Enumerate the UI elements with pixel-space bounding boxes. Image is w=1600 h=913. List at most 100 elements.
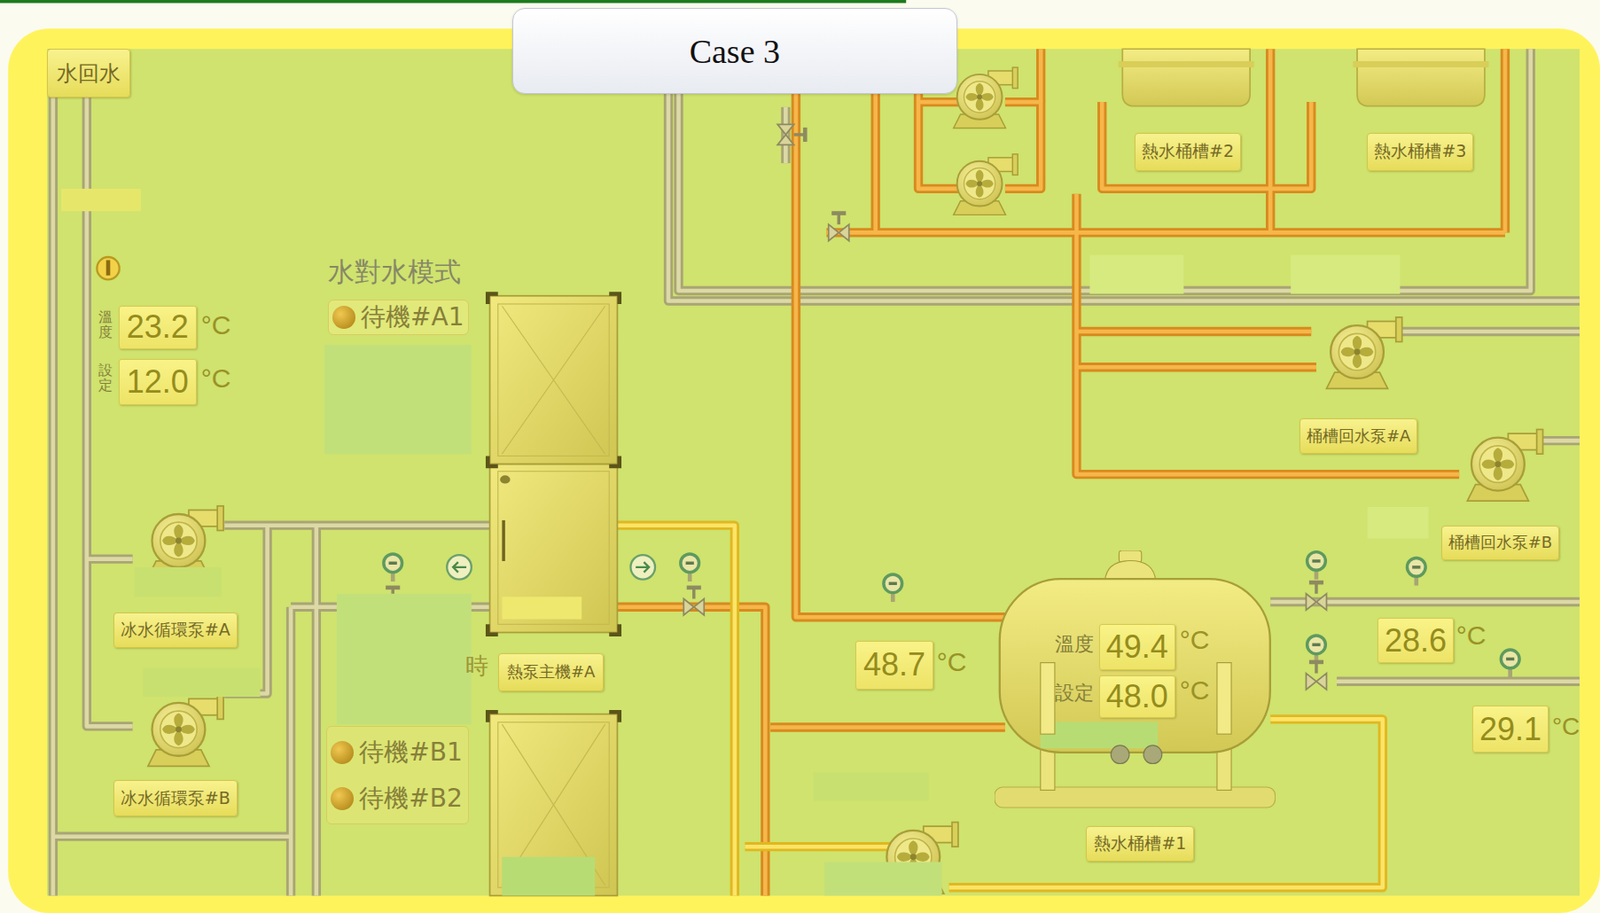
unit-label: °C — [201, 310, 232, 340]
temperature-display: 23.2 — [118, 305, 198, 349]
tank-body — [999, 579, 1271, 754]
tank-name-tag: 熱水桶槽#1 — [1085, 826, 1195, 862]
graphic-rect — [1352, 61, 1489, 68]
status-panel: 水對水模式待機#A1 — [324, 249, 476, 342]
graphic-use — [1500, 649, 1520, 678]
tag-text: 桶槽回水泵#A — [1306, 425, 1411, 447]
temperature-value: 28.6 — [1384, 622, 1447, 660]
label-slot: °C — [1456, 622, 1487, 649]
graphic-path — [1357, 48, 1485, 106]
masking-patches — [61, 188, 1429, 897]
graphic-rect — [1290, 255, 1400, 295]
graphic-rect — [498, 304, 609, 456]
name-tag: 桶槽回水泵#A — [1299, 418, 1418, 454]
label-slot: 設定 — [98, 362, 113, 394]
unit-label: °C — [936, 647, 968, 677]
status-lamp — [332, 305, 356, 329]
graphic-ellipse — [499, 475, 511, 484]
graphic-rect — [1118, 61, 1255, 68]
tag-text: 冰水循環泵#B — [120, 787, 231, 811]
graphic-use — [953, 67, 1018, 128]
graphic-use — [777, 124, 807, 145]
label-slot: 時 — [465, 654, 489, 678]
status-lamp — [330, 741, 354, 765]
graphic-use — [1467, 429, 1543, 502]
supply-pipe-highlight — [616, 525, 1382, 897]
title-text: Case 3 — [689, 31, 781, 71]
unit-label: °C — [1456, 620, 1487, 650]
graphic-use — [1305, 660, 1327, 690]
tag-text: 水回水 — [56, 59, 121, 88]
supply-pipe — [616, 525, 1382, 897]
cold-water-pipe — [53, 48, 1580, 896]
label-slot: 溫度 — [1054, 634, 1094, 655]
graphic-use — [148, 506, 224, 578]
tag-text: 熱水桶槽#2 — [1141, 140, 1234, 164]
graphic-rect — [1367, 507, 1429, 539]
graphic-use — [1307, 635, 1327, 664]
graphic-rect — [490, 714, 618, 897]
temperature-display: 48.0 — [1099, 675, 1176, 719]
temperature-display: 48.7 — [855, 640, 935, 690]
graphic-rect — [490, 296, 618, 465]
label-slot: °C — [1179, 626, 1210, 654]
graphic-path — [487, 711, 619, 723]
temperature-display: 12.0 — [118, 359, 198, 406]
standby-text: 待機#B1 — [359, 735, 462, 770]
graphic-rect — [824, 861, 942, 896]
hot-water-pipe — [616, 48, 1505, 896]
graphic-use — [883, 574, 903, 602]
name-tag: 熱水桶槽#3 — [1366, 132, 1474, 172]
tag-text: 熱水桶槽#1 — [1093, 832, 1187, 856]
name-tag: 冰水循環泵#A — [113, 612, 238, 648]
graphic-use — [683, 585, 704, 616]
label-slot: °C — [201, 312, 232, 339]
label-slot: 設定 — [1054, 683, 1094, 703]
tag-text: 熱水桶槽#3 — [1373, 140, 1467, 164]
standby-row: 待機#B1 — [330, 735, 462, 770]
tank-wheel — [1111, 745, 1131, 765]
graphic-use — [1406, 558, 1426, 586]
label-slot: °C — [936, 648, 968, 676]
vertical-caption: 溫度 — [98, 309, 113, 341]
name-tag: 水回水 — [46, 48, 131, 98]
unit-label: °C — [201, 363, 232, 393]
graphic-path — [501, 305, 605, 454]
name-tag: 冰水循環泵#B — [113, 780, 238, 816]
title-tab: Case 3 — [512, 7, 958, 94]
cold-water-pipe-highlight — [53, 48, 1580, 896]
temperature-value: 49.4 — [1106, 628, 1169, 666]
mode-heading-row: 水對水模式 — [327, 254, 461, 291]
graphic-use — [383, 554, 403, 582]
heat-pump-unit — [487, 293, 619, 896]
temperature-value: 48.0 — [1106, 678, 1169, 716]
graphic-rect — [106, 259, 111, 275]
graphic-rect — [498, 471, 609, 625]
label-slot: °C — [1552, 714, 1580, 740]
graphic-circle — [630, 554, 656, 580]
graphic-rect — [134, 567, 222, 597]
graphic-path — [1122, 48, 1250, 106]
label-slot: 溫度 — [98, 309, 113, 341]
name-tag: 桶槽回水泵#B — [1441, 525, 1560, 561]
name-tag: 熱水桶槽#2 — [1134, 132, 1241, 172]
unit-label: 設定 — [1054, 681, 1094, 704]
graphic-rect — [501, 596, 582, 619]
tag-text: 冰水循環泵#A — [120, 618, 231, 642]
graphic-use — [1326, 317, 1402, 390]
graphic-rect — [324, 344, 472, 454]
standby-text: 待機#B2 — [359, 781, 462, 816]
unit-label: 時 — [465, 652, 489, 680]
tank-band — [1040, 663, 1055, 735]
graphic-use — [1307, 552, 1327, 580]
graphic-rect — [812, 772, 929, 801]
graphic-use — [828, 210, 850, 241]
graphic-path — [635, 561, 649, 573]
hot-water-tank: 49.4 48.0 熱水桶槽#1 — [994, 550, 1276, 867]
temperature-value: 48.7 — [863, 646, 926, 684]
screen-ground — [46, 48, 1580, 896]
graphic-rect — [142, 668, 260, 697]
tank-platform — [994, 787, 1276, 808]
